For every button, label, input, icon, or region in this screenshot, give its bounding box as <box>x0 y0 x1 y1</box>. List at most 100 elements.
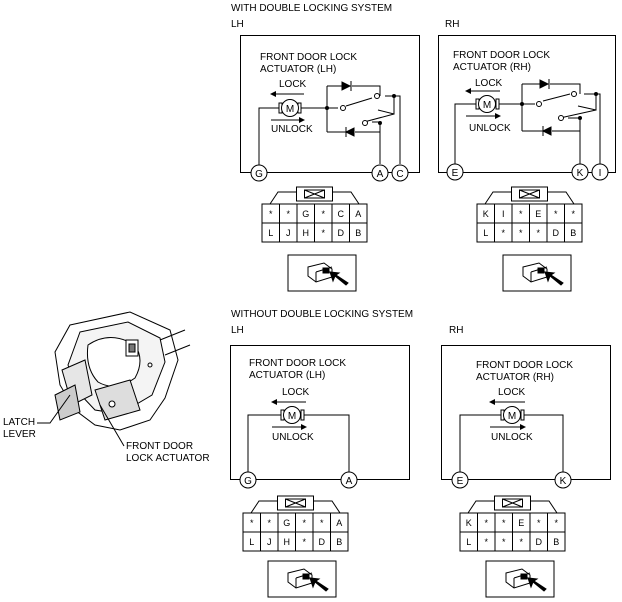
connector-pin-label: H <box>284 537 291 547</box>
connector-pin-label: * <box>302 518 306 528</box>
connector-view-icon <box>287 254 357 292</box>
terminal-label: A <box>377 169 384 180</box>
terminal-label: A <box>346 476 353 487</box>
terminal-label: E <box>452 168 459 179</box>
connector-pin-label: * <box>267 518 271 528</box>
connector-pin-label: * <box>519 537 523 547</box>
connector-pin-label: * <box>286 209 290 219</box>
actuator-label: FRONT DOOR LOCK <box>260 52 358 63</box>
side-label-rh: RH <box>449 325 464 336</box>
side-label-rh: RH <box>445 19 460 30</box>
connector-pin-label: G <box>302 209 309 219</box>
connector-pin-label: * <box>554 209 558 219</box>
connector-pin-label: L <box>483 228 488 238</box>
connector-pin-label: * <box>537 518 541 528</box>
connector-pin-label: L <box>249 537 254 547</box>
connector-pin-label: L <box>466 537 471 547</box>
connector-view-icon <box>502 254 572 292</box>
circuit-without-lh <box>247 414 350 472</box>
actuator-label: ACTUATOR (RH) <box>453 62 531 73</box>
connector-pin-label: * <box>519 228 523 238</box>
connector-pin-label: G <box>283 518 290 528</box>
terminal-label: K <box>577 168 584 179</box>
connector-pin-label: A <box>336 518 342 528</box>
door-lock-illustration <box>54 311 191 431</box>
connector-pin-label: B <box>336 537 342 547</box>
connector-pin-label: * <box>320 518 324 528</box>
connector-pin-label: * <box>302 537 306 547</box>
lock-label: LOCK <box>279 79 307 90</box>
section-title-with-double-locking: WITH DOUBLE LOCKING SYSTEM <box>231 3 393 14</box>
connector-pin-label: E <box>535 209 541 219</box>
connector-pin-label: A <box>355 209 361 219</box>
connector-pin-label: * <box>321 228 325 238</box>
connector-pin-label: * <box>554 518 558 528</box>
actuator-label: FRONT DOOR LOCK <box>249 358 347 369</box>
actuator-label: ACTUATOR (LH) <box>260 64 337 75</box>
motor-icon <box>278 95 525 424</box>
circuit-without-rh <box>459 414 564 472</box>
section-title-without-double-locking: WITHOUT DOUBLE LOCKING SYSTEM <box>231 309 414 320</box>
front-door-lock-actuator-callout: LOCK ACTUATOR <box>126 453 210 464</box>
motor-label: M <box>286 104 294 115</box>
motor-label: M <box>288 411 296 422</box>
actuator-box-rh-single <box>441 345 611 480</box>
connector-pin-label: K <box>466 518 472 528</box>
lock-label: LOCK <box>498 387 526 398</box>
connector-pin-label: H <box>303 228 310 238</box>
connector-pin-label: B <box>570 228 576 238</box>
connector-pin-label: * <box>484 518 488 528</box>
connector-pin-label: * <box>250 518 254 528</box>
terminal-label: E <box>457 476 464 487</box>
latch-lever-callout: LATCH <box>3 417 36 428</box>
actuator-label: FRONT DOOR LOCK <box>453 50 551 61</box>
connector-pin-label: I <box>502 209 505 219</box>
connector-pin-label: * <box>501 228 505 238</box>
connector-pin-label: B <box>553 537 559 547</box>
connector-pin-label: * <box>571 209 575 219</box>
connector-pin-label: D <box>536 537 543 547</box>
front-door-lock-actuator-callout: FRONT DOOR <box>126 441 194 452</box>
connector-pin-label: * <box>321 209 325 219</box>
actuator-label: FRONT DOOR LOCK <box>476 360 574 371</box>
unlock-label: UNLOCK <box>272 432 314 443</box>
connector-pin-label: * <box>269 209 273 219</box>
connector-view-icon <box>485 560 555 598</box>
connector-pin-label: * <box>484 537 488 547</box>
connector-pin-label: L <box>268 228 273 238</box>
connector-pin-label: * <box>502 537 506 547</box>
terminal-label: G <box>255 169 263 180</box>
connector-pin-label: D <box>319 537 326 547</box>
connector-pin-label: * <box>519 209 523 219</box>
motor-label: M <box>483 100 491 111</box>
side-label-lh: LH <box>231 19 244 30</box>
circuit-with-rh <box>454 83 601 165</box>
terminal-label: I <box>599 168 602 179</box>
connector-pin-label: C <box>338 209 345 219</box>
actuator-box-rh-double <box>438 35 616 173</box>
actuator-box-lh-single <box>230 345 410 480</box>
unlock-label: UNLOCK <box>271 124 313 135</box>
connector-pin-label: D <box>553 228 560 238</box>
actuator-box-lh-double <box>240 35 420 173</box>
terminal-label: C <box>396 169 403 180</box>
connector-view-icon <box>267 560 337 598</box>
actuator-label: ACTUATOR (LH) <box>249 370 326 381</box>
connector-pin-label: J <box>286 228 291 238</box>
connector-pin-label: J <box>267 537 272 547</box>
actuator-label: ACTUATOR (RH) <box>476 372 554 383</box>
lock-label: LOCK <box>475 78 503 89</box>
unlock-label: UNLOCK <box>491 432 533 443</box>
motor-label: M <box>508 411 516 422</box>
terminal-label: K <box>560 476 567 487</box>
latch-lever-callout: LEVER <box>3 429 36 440</box>
connector-pin-label: E <box>518 518 524 528</box>
connector-pin-label: D <box>338 228 345 238</box>
connector-pin-label: B <box>355 228 361 238</box>
unlock-label: UNLOCK <box>469 123 511 134</box>
